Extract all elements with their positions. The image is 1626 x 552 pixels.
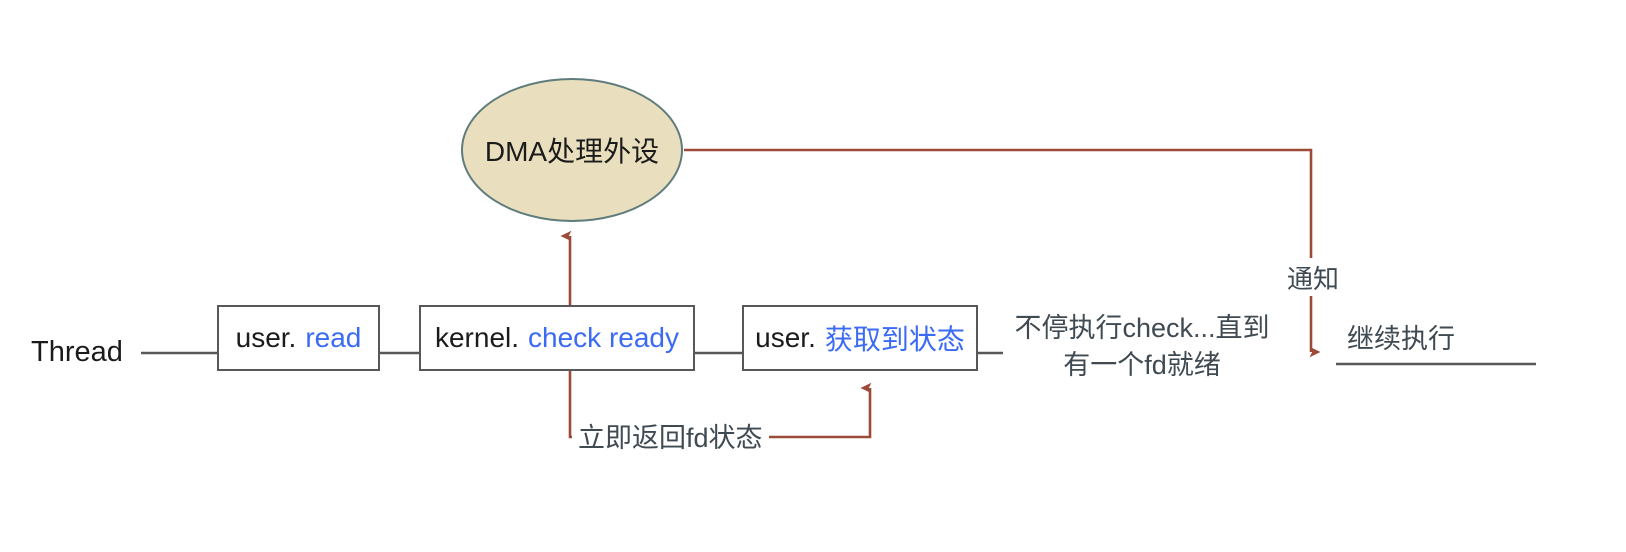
arrow-dma-notify — [684, 148, 1321, 358]
annotation-loop-check: 不停执行check...直到 有一个fd就绪 — [1003, 310, 1281, 384]
arrow-immediate-return — [568, 371, 872, 439]
annotation-immediate-return: 立即返回fd状态 — [572, 421, 769, 455]
thread-timeline — [141, 351, 1536, 366]
node-user-get-state[interactable]: user. 获取到状态 — [742, 305, 978, 371]
annotation-loop-check-line1: 不停执行check...直到 — [1014, 313, 1270, 343]
user-state-call: 获取到状态 — [824, 324, 965, 355]
user-read-call: read — [305, 322, 362, 353]
annotation-notify: 通知 — [1283, 262, 1344, 296]
annotation-loop-check-line2: 有一个fd就绪 — [1063, 350, 1221, 380]
kernel-check-prefix: kernel. — [434, 322, 520, 353]
user-state-prefix: user. — [755, 322, 816, 353]
node-kernel-check-ready[interactable]: kernel. check ready — [419, 305, 695, 371]
dma-ellipse-label: DMA处理外设 — [484, 136, 660, 167]
kernel-check-call: check ready — [528, 322, 679, 353]
annotation-continue-execution: 继续执行 — [1347, 324, 1455, 354]
node-user-read[interactable]: user. read — [217, 305, 380, 371]
thread-label: Thread — [31, 336, 123, 368]
user-read-prefix: user. — [235, 322, 297, 353]
node-dma-peripheral[interactable]: DMA处理外设 — [461, 78, 683, 222]
